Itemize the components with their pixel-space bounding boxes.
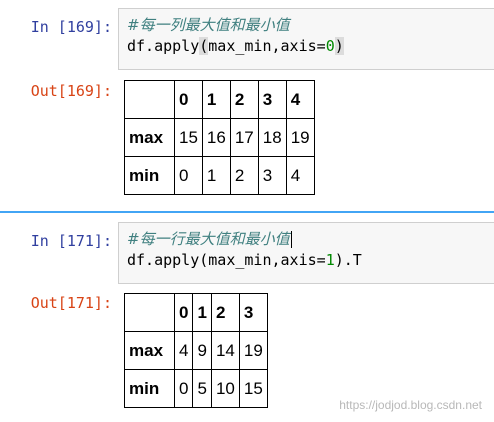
column-header: 3 [257, 80, 287, 119]
row-index: max [124, 118, 175, 157]
table-cell: 9 [192, 331, 212, 370]
watermark: https://jodjod.blog.csdn.net [339, 398, 482, 412]
table-corner [124, 80, 175, 119]
code-token: df.apply [127, 37, 200, 55]
bracket-match: ( [199, 37, 209, 55]
table-cell: 0 [174, 156, 203, 195]
column-header: 2 [229, 80, 259, 119]
table-cell: 0 [173, 369, 194, 408]
table-cell: 1 [201, 156, 231, 195]
table-corner [124, 293, 175, 332]
column-header: 2 [210, 293, 240, 332]
code-line-comment: #每一行最大值和最小值 [127, 229, 494, 250]
table-cell: 5 [192, 369, 212, 408]
table-cell: 2 [229, 156, 259, 195]
code-comment: #每一行最大值和最小值 [127, 230, 290, 248]
table-cell: 15 [238, 369, 268, 408]
code-number: 1 [325, 251, 335, 269]
table-cell: 19 [238, 331, 268, 370]
code-editor[interactable]: #每一行最大值和最小值 df.apply(max_min,axis=1).T [118, 222, 494, 284]
table-cell: 4 [285, 156, 315, 195]
in-prompt: In [169]: [30, 18, 112, 36]
table-cell: 4 [173, 331, 194, 370]
code-token: df.apply(max_min,axis= [127, 251, 326, 269]
column-header: 3 [238, 293, 268, 332]
bracket-match: ) [334, 37, 344, 55]
code-token: max_min,axis= [208, 37, 326, 55]
row-index: max [124, 331, 175, 370]
column-header: 0 [174, 80, 203, 119]
code-comment: #每一列最大值和最小值 [127, 16, 290, 34]
table-cell: 15 [174, 118, 203, 157]
column-header: 4 [285, 80, 315, 119]
table-cell: 18 [257, 118, 287, 157]
code-line-apply: df.apply(max_min,axis=0) [127, 36, 494, 57]
table-cell: 10 [210, 369, 240, 408]
table-cell: 19 [285, 118, 315, 157]
row-index: min [124, 369, 175, 408]
table-cell: 14 [210, 331, 240, 370]
code-editor[interactable]: #每一列最大值和最小值 df.apply(max_min,axis=0) [118, 8, 494, 70]
code-token: ).T [334, 251, 362, 269]
in-prompt: In [171]: [30, 232, 112, 250]
cell-separator [0, 211, 494, 213]
notebook-cell-169[interactable]: In [169]: #每一列最大值和最小值 df.apply(max_min,a… [0, 0, 494, 206]
code-line-apply: df.apply(max_min,axis=1).T [127, 250, 494, 271]
code-number: 0 [325, 37, 335, 55]
column-header: 1 [201, 80, 231, 119]
out-prompt: Out[169]: [30, 82, 112, 100]
table-cell: 16 [201, 118, 231, 157]
row-index: min [124, 156, 175, 195]
column-header: 1 [192, 293, 212, 332]
table-cell: 3 [257, 156, 287, 195]
out-prompt: Out[171]: [30, 294, 112, 312]
code-line-comment: #每一列最大值和最小值 [127, 15, 494, 36]
column-header: 0 [173, 293, 194, 332]
table-cell: 17 [229, 118, 259, 157]
text-cursor [290, 231, 292, 248]
notebook-cell-171[interactable]: In [171]: #每一行最大值和最小值 df.apply(max_min,a… [0, 212, 494, 422]
